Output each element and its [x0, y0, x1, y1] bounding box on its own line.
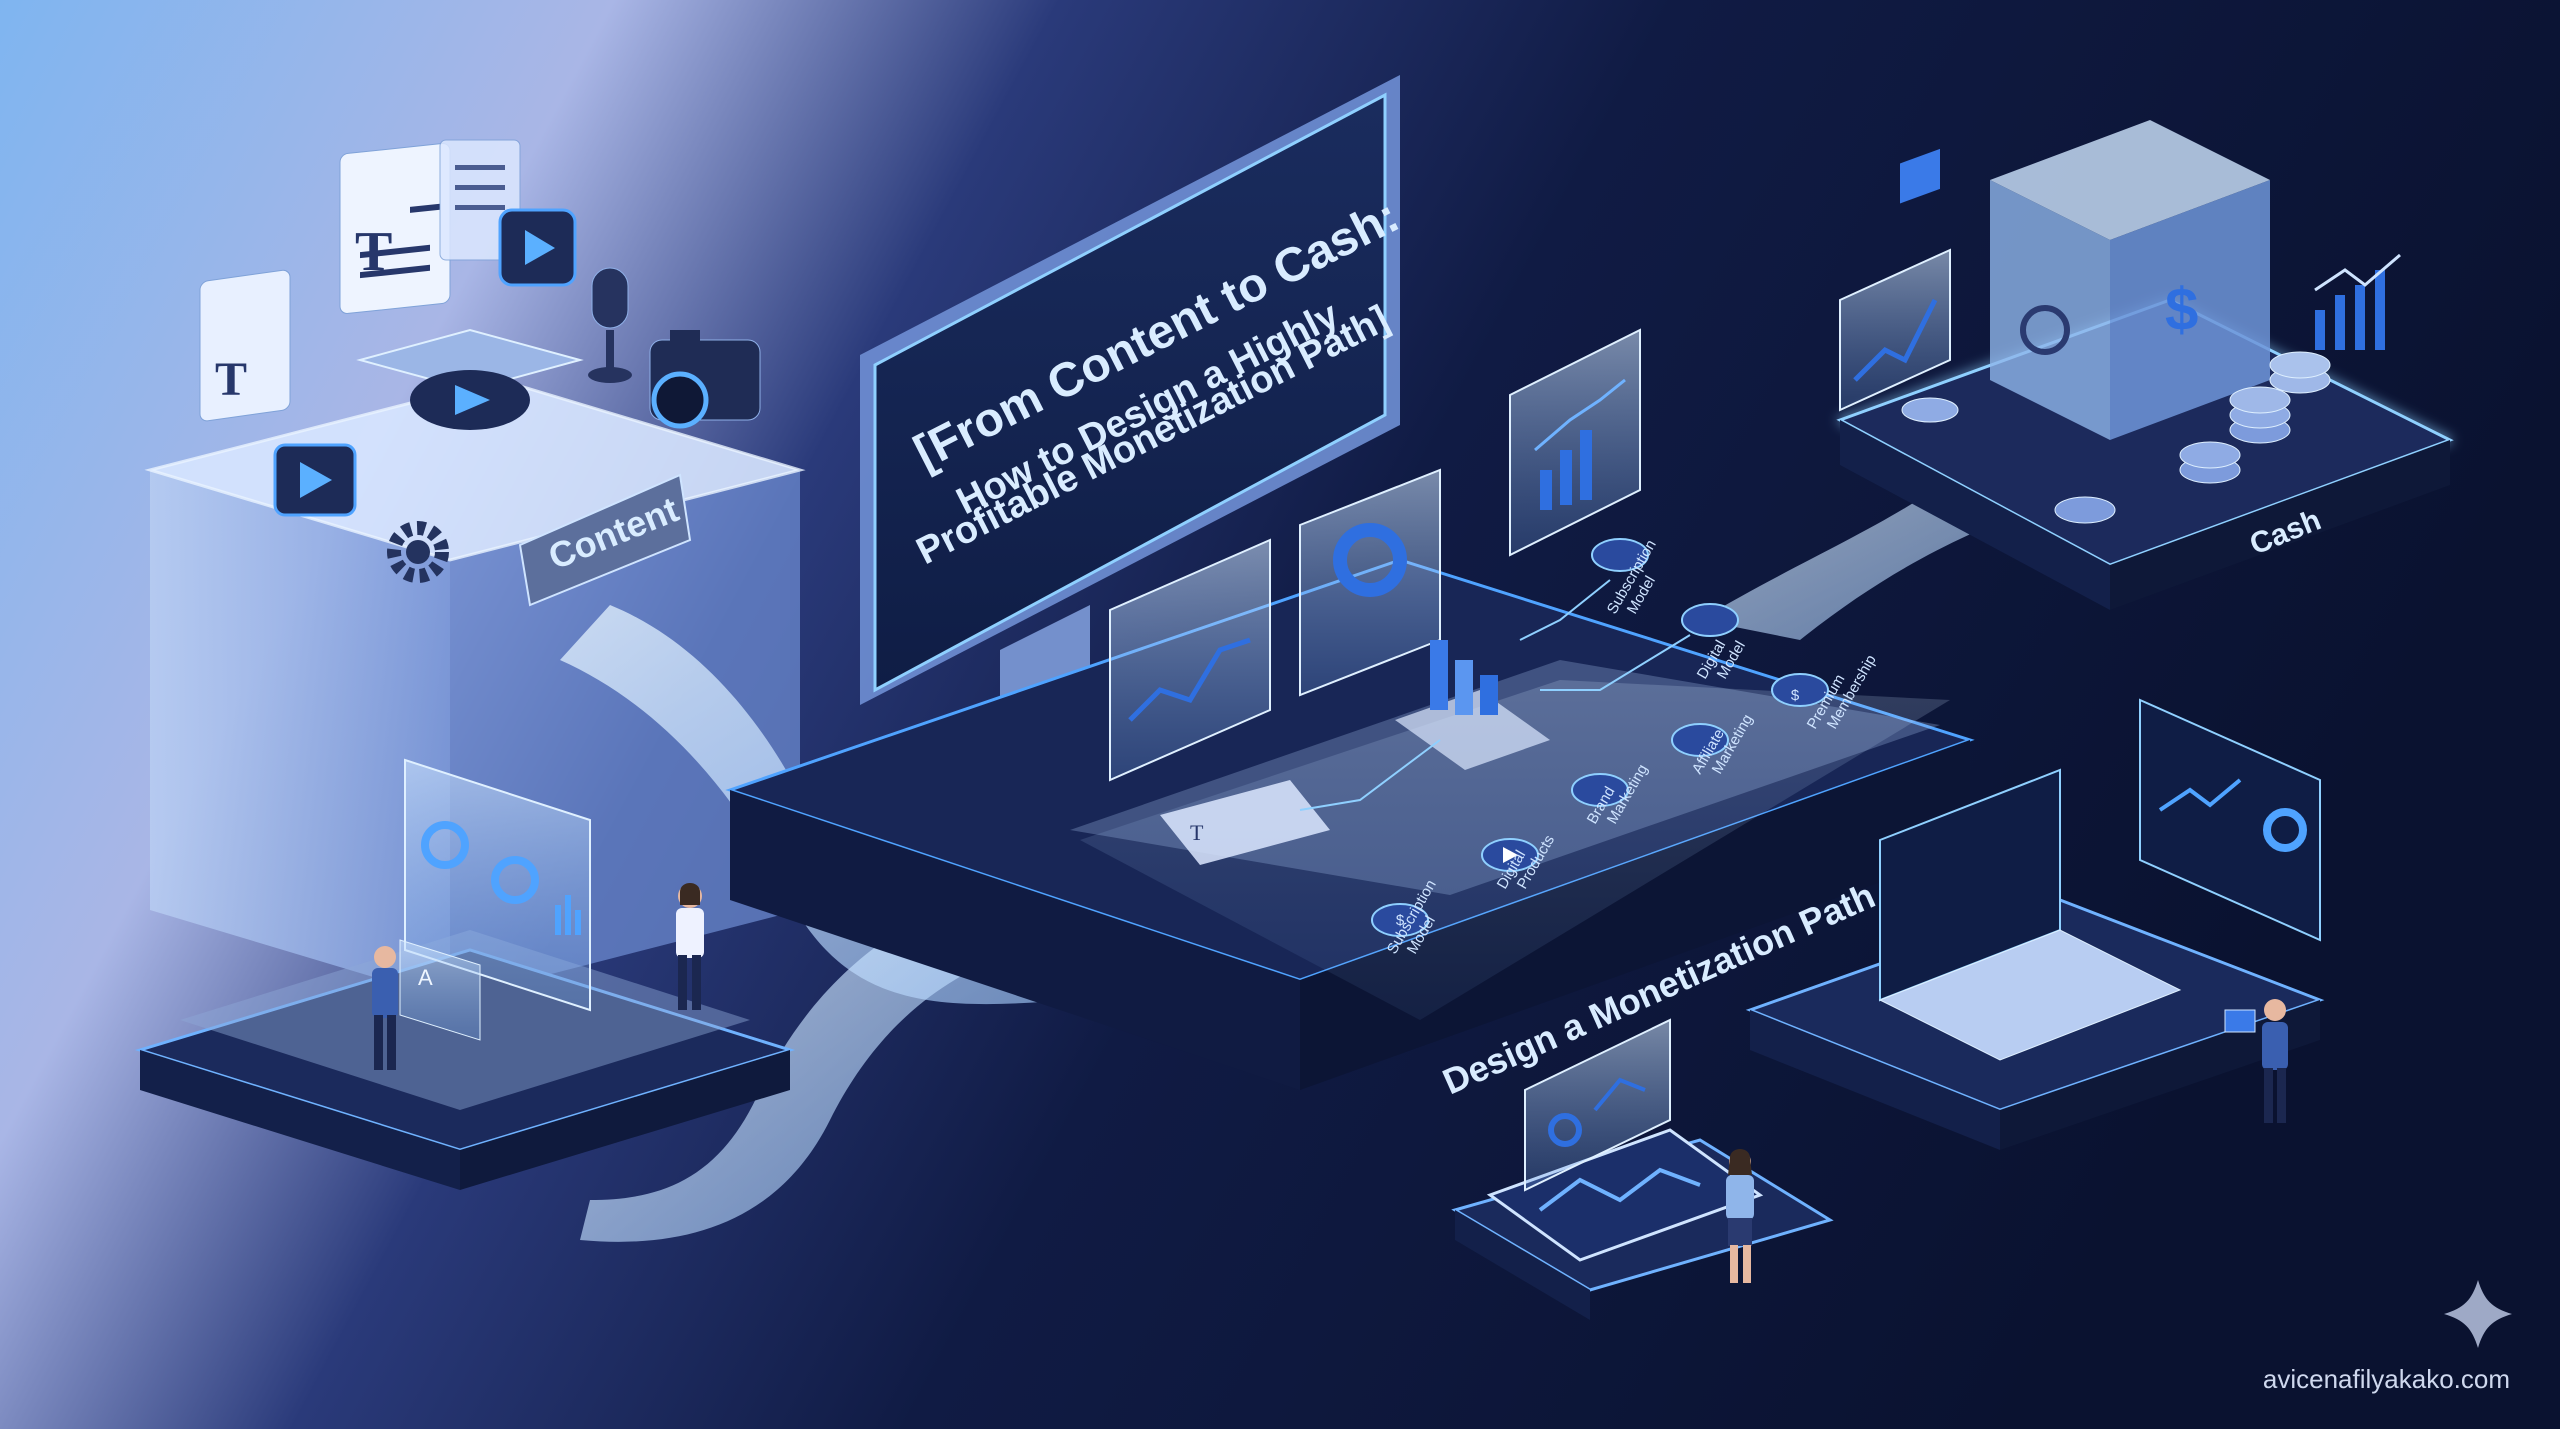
chart-icon: [1524, 1018, 1671, 1192]
dollar-icon: $: [2165, 276, 2198, 343]
team-platform: A: [134, 758, 796, 1190]
monetization-platform: T $ Subscription Model Digital Products …: [725, 328, 1975, 1102]
document-icon: T: [199, 269, 291, 422]
camera-icon: [649, 330, 761, 429]
laptop-icon: [1878, 148, 2182, 1061]
dashboard-panel: [404, 758, 591, 1012]
chart-icon: [1509, 328, 1641, 557]
chart-icon: [2139, 698, 2321, 942]
chart-icon: [1395, 640, 1550, 770]
cash-platform: $ Cash: [1836, 120, 2454, 610]
safe-icon: $: [1990, 120, 2270, 440]
svg-text:T: T: [215, 353, 247, 406]
document-icon: A: [399, 939, 481, 1041]
watermark: avicenafilyakako.com: [2263, 1364, 2510, 1394]
document-icon: T: [1160, 780, 1330, 865]
play-icon: [273, 443, 357, 517]
tablet-platform: [1451, 1018, 1834, 1320]
document-icon: T: [339, 142, 451, 314]
play-icon: [1503, 847, 1518, 863]
title-monitor: [From Content to Cash: How to Design a H…: [860, 75, 1408, 720]
laptop-platform: [1745, 148, 2325, 1150]
play-icon: [498, 208, 577, 287]
person: [372, 946, 398, 1070]
chart-icon: [2314, 253, 2401, 350]
flow-node: Digital Products: [1481, 832, 1558, 892]
svg-text:T: T: [1190, 820, 1204, 845]
person: [2224, 999, 2288, 1123]
play-icon: [410, 370, 530, 430]
person: [676, 883, 704, 1010]
tablet-icon: [1486, 1128, 1764, 1262]
dollar-icon: $: [1791, 687, 1800, 704]
gear-icon: [387, 521, 449, 583]
chart-icon: [1839, 248, 1951, 412]
content-pillar: T T: [144, 139, 806, 1000]
chart-icon: [1109, 538, 1271, 782]
svg-text:A: A: [418, 965, 433, 990]
dollar-icon: $: [1396, 912, 1405, 929]
coin-stack: [1901, 351, 2331, 524]
microphone-icon: [588, 267, 632, 383]
chart-icon: [1299, 468, 1441, 697]
sparkle-icon: [2444, 1280, 2512, 1348]
person: [1726, 1149, 1754, 1283]
